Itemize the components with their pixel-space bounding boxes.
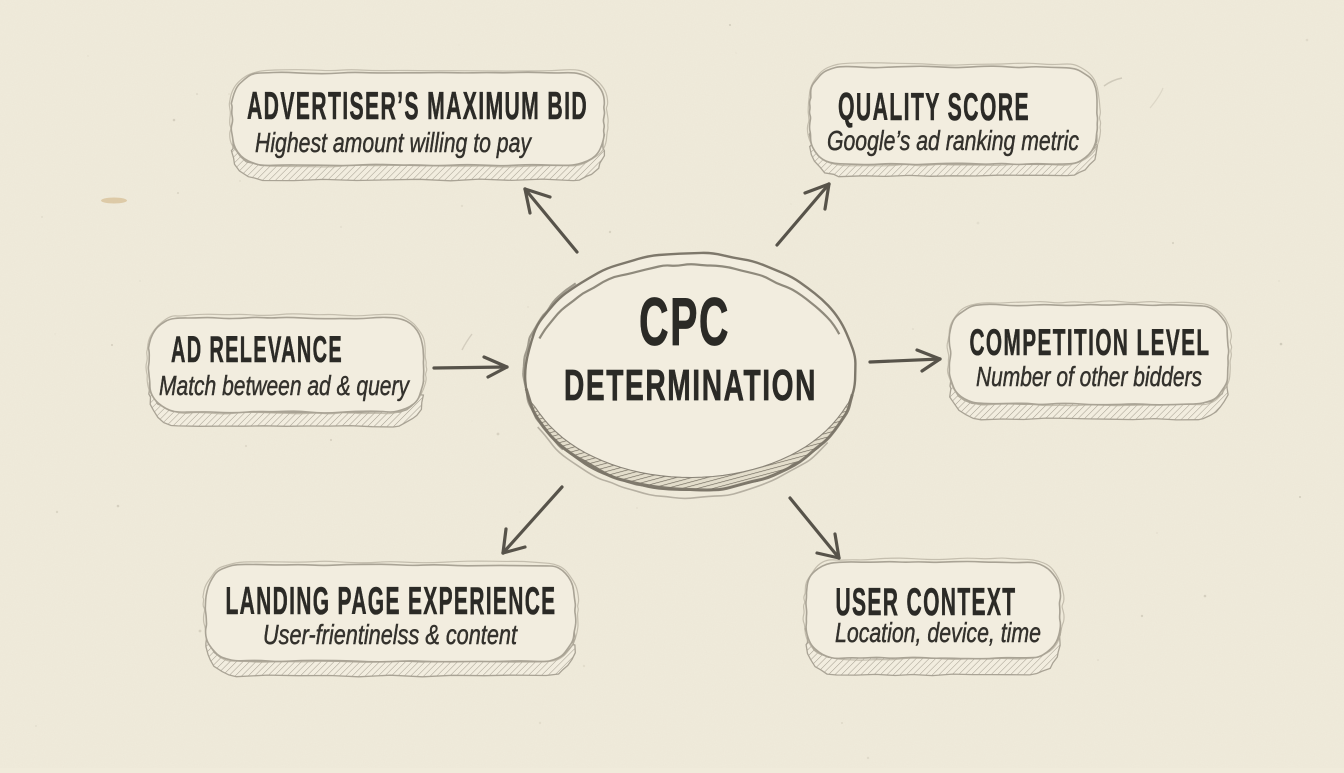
svg-text:Match between ad & query: Match between ad & query [159, 370, 410, 401]
svg-text:LANDING PAGE EXPERIENCE: LANDING PAGE EXPERIENCE [226, 580, 557, 623]
svg-text:DETERMINATION: DETERMINATION [564, 361, 817, 410]
svg-text:Number of other bidders: Number of other bidders [976, 361, 1202, 392]
svg-text:Google’s ad ranking metric: Google’s ad ranking metric [827, 125, 1079, 156]
svg-text:USER CONTEXT: USER CONTEXT [836, 581, 1017, 624]
svg-text:AD RELEVANCE: AD RELEVANCE [171, 329, 343, 370]
svg-text:CPC: CPC [639, 284, 730, 360]
svg-text:COMPETITION LEVEL: COMPETITION LEVEL [970, 322, 1211, 363]
svg-text:Highest amount willing to pay: Highest amount willing to pay [255, 127, 533, 158]
svg-text:QUALITY SCORE: QUALITY SCORE [838, 86, 1030, 129]
svg-text:ADVERTISER’S MAXIMUM BID: ADVERTISER’S MAXIMUM BID [247, 85, 588, 128]
svg-text:Location, device, time: Location, device, time [835, 617, 1041, 648]
svg-text:User-frientinelss & content: User-frientinelss & content [263, 619, 518, 650]
